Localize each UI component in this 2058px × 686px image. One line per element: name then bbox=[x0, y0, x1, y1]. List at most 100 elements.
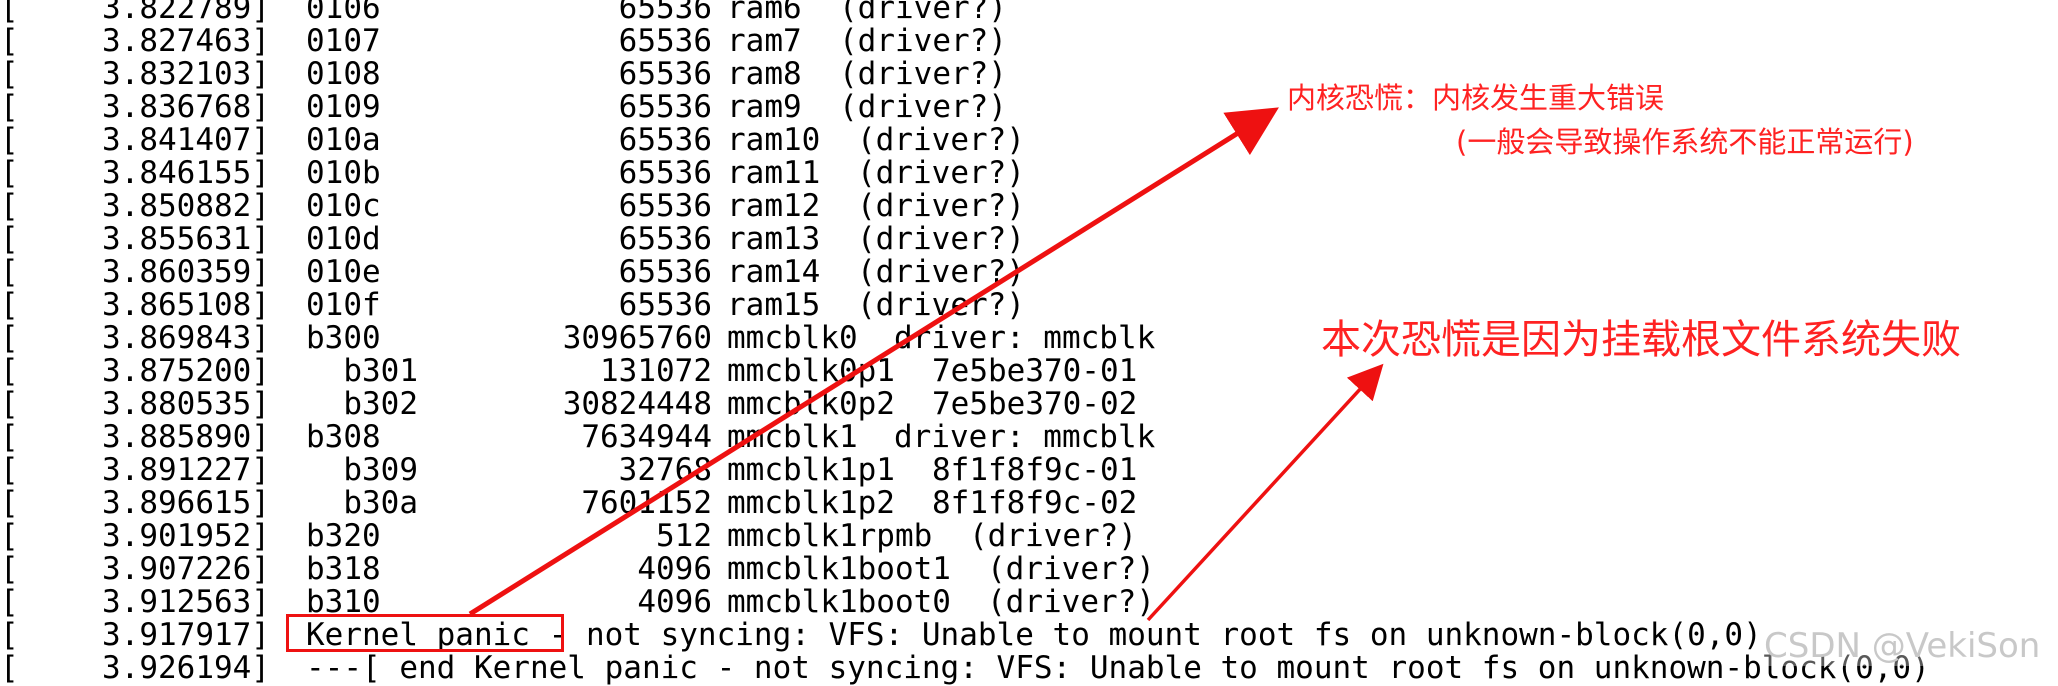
log-bracket: [ bbox=[0, 0, 19, 26]
log-driver-info: (driver?) bbox=[839, 0, 1007, 26]
log-device-name: mmcblk1p2 bbox=[727, 485, 895, 521]
log-size: 4096 bbox=[637, 551, 712, 587]
log-device-name: ram15 bbox=[727, 287, 821, 323]
log-driver-info: (driver?) bbox=[987, 584, 1155, 620]
log-size: 65536 bbox=[618, 221, 712, 257]
log-bracket: [ bbox=[0, 122, 19, 158]
log-timestamp: 3.869843] bbox=[102, 320, 270, 356]
log-timestamp: 3.832103] bbox=[102, 56, 270, 92]
log-driver-info: (driver?) bbox=[857, 122, 1025, 158]
log-timestamp: 3.912563] bbox=[102, 584, 270, 620]
log-device-name: mmcblk1boot1 bbox=[727, 551, 951, 587]
kernel-panic-end-line: [3.926194]---[ end Kernel panic - not sy… bbox=[0, 652, 2058, 685]
log-device-name: mmcblk0p2 bbox=[727, 386, 895, 422]
log-size: 65536 bbox=[618, 254, 712, 290]
log-device-id: b310 bbox=[306, 584, 381, 620]
log-device-id: 0108 bbox=[306, 56, 381, 92]
log-timestamp: 3.846155] bbox=[102, 155, 270, 191]
log-timestamp: 3.860359] bbox=[102, 254, 270, 290]
log-bracket: [ bbox=[0, 89, 19, 125]
log-size: 65536 bbox=[618, 287, 712, 323]
annotation-kernel-panic-detail: (一般会导致操作系统不能正常运行) bbox=[1456, 125, 1914, 159]
log-bracket: [ bbox=[0, 254, 19, 290]
watermark: CSDN @VekiSon bbox=[1764, 626, 2041, 666]
arrow-to-panic-title bbox=[468, 107, 1279, 617]
log-timestamp: 3.901952] bbox=[102, 518, 270, 554]
log-device-name: ram11 bbox=[727, 155, 821, 191]
log-line: [3.832103] 0108 65536 ram8 (driver?) bbox=[0, 58, 2058, 91]
log-device-name: mmcblk1p1 bbox=[727, 452, 895, 488]
log-timestamp: 3.865108] bbox=[102, 287, 270, 323]
log-device-id: b309 bbox=[306, 452, 418, 488]
log-device-name: mmcblk0 bbox=[727, 320, 858, 356]
log-driver-info: (driver?) bbox=[857, 155, 1025, 191]
log-device-id: b320 bbox=[306, 518, 381, 554]
log-timestamp: 3.850882] bbox=[102, 188, 270, 224]
log-timestamp: 3.827463] bbox=[102, 23, 270, 59]
log-bracket: [ bbox=[0, 23, 19, 59]
log-device-name: mmcblk1boot0 bbox=[727, 584, 951, 620]
log-timestamp: 3.875200] bbox=[102, 353, 270, 389]
log-size: 30965760 bbox=[562, 320, 712, 356]
log-driver-info: (driver?) bbox=[857, 188, 1025, 224]
arrow-to-cause bbox=[1146, 363, 1384, 622]
log-device-id: b301 bbox=[306, 353, 418, 389]
log-device-id: b30a bbox=[306, 485, 418, 521]
log-timestamp: 3.855631] bbox=[102, 221, 270, 257]
annotation-kernel-panic-title: 内核恐慌：内核发生重大错误 bbox=[1287, 81, 1665, 115]
log-bracket: [ bbox=[0, 650, 19, 686]
log-device-id: b308 bbox=[306, 419, 381, 455]
log-device-id: b302 bbox=[306, 386, 418, 422]
log-timestamp: 3.891227] bbox=[102, 452, 270, 488]
log-size: 512 bbox=[656, 518, 712, 554]
log-driver-info: 8f1f8f9c-02 bbox=[932, 485, 1138, 521]
log-driver-info: driver: mmcblk bbox=[894, 419, 1156, 455]
log-bracket: [ bbox=[0, 518, 19, 554]
log-device-name: ram8 bbox=[727, 56, 802, 92]
log-device-id: 010c bbox=[306, 188, 381, 224]
log-timestamp: 3.822789] bbox=[102, 0, 270, 26]
log-bracket: [ bbox=[0, 584, 19, 620]
log-driver-info: (driver?) bbox=[839, 56, 1007, 92]
log-size: 65536 bbox=[618, 56, 712, 92]
log-device-name: ram9 bbox=[727, 89, 802, 125]
log-size: 65536 bbox=[618, 89, 712, 125]
log-driver-info: (driver?) bbox=[839, 23, 1007, 59]
log-device-id: 010d bbox=[306, 221, 381, 257]
log-device-id: 0109 bbox=[306, 89, 381, 125]
log-device-name: mmcblk0p1 bbox=[727, 353, 895, 389]
log-size: 65536 bbox=[618, 23, 712, 59]
log-size: 65536 bbox=[618, 0, 712, 26]
log-timestamp: 3.907226] bbox=[102, 551, 270, 587]
log-size: 65536 bbox=[618, 188, 712, 224]
log-size: 65536 bbox=[618, 155, 712, 191]
log-bracket: [ bbox=[0, 188, 19, 224]
kernel-panic-line: [3.917917]Kernel panic - not syncing: VF… bbox=[0, 619, 2058, 652]
log-driver-info: 8f1f8f9c-01 bbox=[932, 452, 1138, 488]
log-device-name: ram10 bbox=[727, 122, 821, 158]
log-size: 4096 bbox=[637, 584, 712, 620]
log-driver-info: (driver?) bbox=[857, 287, 1025, 323]
log-line: [3.850882] 010c 65536 ram12 (driver?) bbox=[0, 190, 2058, 223]
log-device-name: ram14 bbox=[727, 254, 821, 290]
log-device-id: 010f bbox=[306, 287, 381, 323]
log-device-id: b300 bbox=[306, 320, 381, 356]
log-device-name: ram7 bbox=[727, 23, 802, 59]
log-device-name: ram12 bbox=[727, 188, 821, 224]
log-bracket: [ bbox=[0, 155, 19, 191]
log-bracket: [ bbox=[0, 56, 19, 92]
log-message: ---[ end Kernel panic - not syncing: VFS… bbox=[306, 650, 1930, 686]
